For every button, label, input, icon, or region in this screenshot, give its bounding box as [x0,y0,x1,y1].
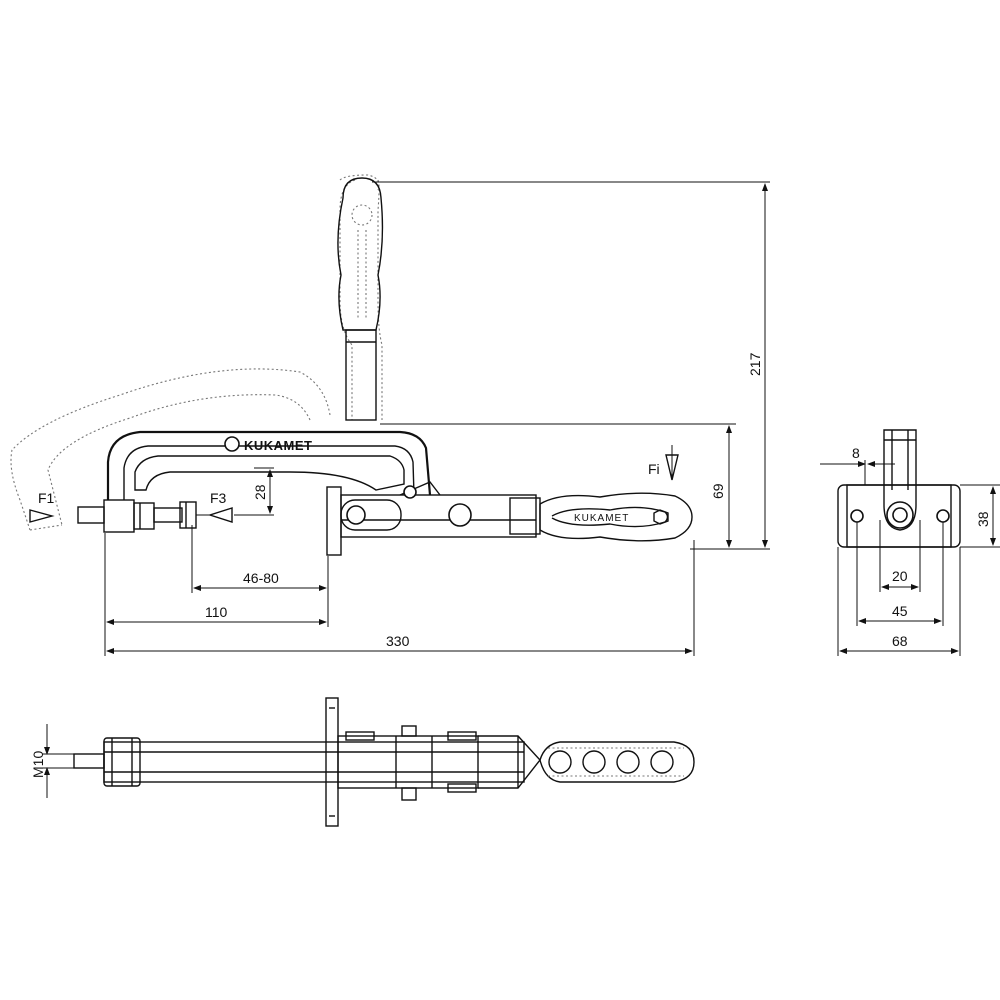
dim-217: 217 [372,181,770,550]
side-view: KUKAMET F1 F3 [10,174,770,656]
dim-45-label: 45 [892,603,908,619]
dim-28-label: 28 [252,484,268,500]
force-f1-label: F1 [38,490,55,506]
dim-28: 28 [234,467,274,516]
open-position-ghost [10,174,383,531]
end-view: 8 38 20 45 68 [820,429,1000,656]
upper-handle [337,177,384,421]
dim-330: 330 [106,540,695,656]
handle-brand-text: KUKAMET [574,513,629,524]
top-view: M10 [30,697,695,827]
dim-68: 68 [837,547,961,656]
dim-38: 38 [960,484,1000,548]
dim-68-label: 68 [892,633,908,649]
force-fi: Fi [648,445,679,481]
dim-69: 69 [380,423,736,550]
dim-110: 110 [104,533,329,656]
dim-8-label: 8 [852,445,860,461]
dim-45: 45 [856,522,944,626]
force-f1: F1 [29,490,55,523]
force-f3: F3 [196,490,233,523]
lower-handle: KUKAMET [539,492,693,542]
dim-330-label: 330 [386,633,410,649]
force-fi-label: Fi [648,461,660,477]
dim-46-80: 46-80 [191,525,329,593]
dim-20-label: 20 [892,568,908,584]
dim-69-label: 69 [710,483,726,499]
dim-46-80-label: 46-80 [243,570,279,586]
dim-m10: M10 [30,724,80,798]
dim-38-label: 38 [975,511,991,527]
dim-20: 20 [879,520,921,592]
dim-m10-label: M10 [30,751,46,778]
brand-logo: KUKAMET [244,438,313,453]
clamp-body [326,481,541,556]
dim-217-label: 217 [747,352,763,376]
force-f3-label: F3 [210,490,227,506]
spindle [77,499,197,533]
dim-8: 8 [820,445,895,485]
dim-110-label: 110 [205,604,228,620]
clamp-arm: KUKAMET [106,430,432,500]
